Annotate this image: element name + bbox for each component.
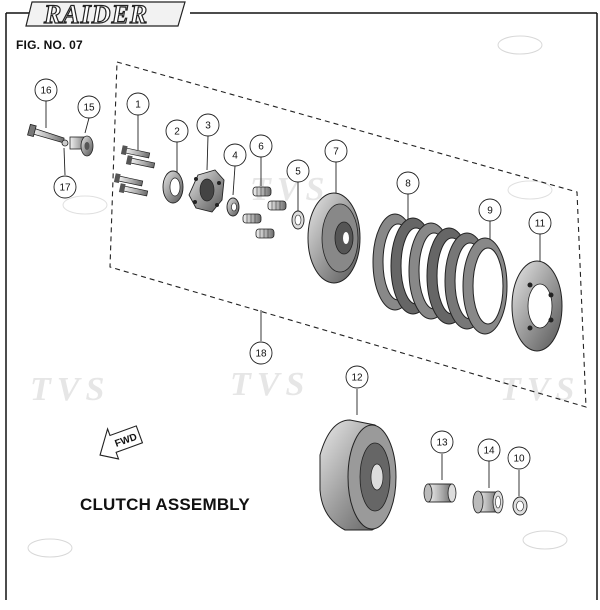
callout-number: 15 xyxy=(83,103,95,114)
callout-circle xyxy=(478,198,502,222)
callout-2: 2 xyxy=(165,119,189,143)
callout-10: 10 xyxy=(507,446,531,470)
part-7-clutch-hub xyxy=(307,192,361,284)
callout-circle xyxy=(396,171,420,195)
callout-15: 15 xyxy=(77,95,101,119)
callout-number: 4 xyxy=(232,151,238,162)
figure-number: FIG. NO. 07 xyxy=(16,38,83,52)
part-12-clutch-housing xyxy=(319,419,397,531)
callout-circle xyxy=(34,78,58,102)
page-frame xyxy=(5,12,598,600)
logo-text: RAIDER xyxy=(43,0,148,29)
raider-logo: RAIDER xyxy=(25,0,186,30)
watermarks: TVS TVS TVS TVS xyxy=(27,35,580,558)
part-2-bearing xyxy=(162,170,184,204)
callout-1: 1 xyxy=(126,92,150,116)
callout-number: 1 xyxy=(135,100,141,111)
part-17-washer xyxy=(61,139,69,147)
callout-4: 4 xyxy=(223,143,247,167)
callout-number: 17 xyxy=(59,183,71,194)
callout-circle xyxy=(249,134,273,158)
callout-3: 3 xyxy=(196,113,220,137)
callout-circle xyxy=(324,139,348,163)
part-4-nut xyxy=(226,197,240,217)
callout-circle xyxy=(77,95,101,119)
fwd-arrow-icon: FWD xyxy=(99,425,144,460)
callout-circle xyxy=(507,446,531,470)
callout-number: 5 xyxy=(295,167,301,178)
diagram-title: CLUTCH ASSEMBLY xyxy=(80,495,250,514)
part-13-bushing xyxy=(423,483,457,503)
callout-number: 6 xyxy=(258,142,264,153)
callout-8: 8 xyxy=(396,171,420,195)
callout-number: 12 xyxy=(351,373,363,384)
callout-number: 14 xyxy=(483,446,495,457)
callout-6: 6 xyxy=(249,134,273,158)
callout-circle xyxy=(126,92,150,116)
part-10-washer xyxy=(512,496,528,516)
part-11-pressure-disc xyxy=(511,260,563,352)
callout-16: 16 xyxy=(34,78,58,102)
callout-circle xyxy=(196,113,220,137)
part-9-clutch-plates xyxy=(444,232,508,335)
callout-number: 3 xyxy=(205,121,211,132)
callout-number: 11 xyxy=(535,219,546,230)
part-3-pressure-plate xyxy=(188,169,225,213)
callout-17: 17 xyxy=(53,175,77,199)
callout-circle xyxy=(430,430,454,454)
part-15-lifter xyxy=(69,135,94,157)
part-14-spacer xyxy=(472,490,504,514)
watermark-right: TVS xyxy=(500,371,580,408)
callout-circle xyxy=(477,438,501,462)
callout-14: 14 xyxy=(477,438,501,462)
callout-number: 9 xyxy=(487,206,493,217)
callout-circle xyxy=(286,159,310,183)
part-16-bolt xyxy=(27,123,65,144)
callout-circle xyxy=(223,143,247,167)
callout-circle xyxy=(345,365,369,389)
callout-number: 7 xyxy=(333,147,339,158)
callout-13: 13 xyxy=(430,430,454,454)
callout-12: 12 xyxy=(345,365,369,389)
callout-9: 9 xyxy=(478,198,502,222)
callout-5: 5 xyxy=(286,159,310,183)
watermark-center: TVS xyxy=(230,366,310,403)
callout-number: 8 xyxy=(405,179,411,190)
callout-circle xyxy=(165,119,189,143)
callout-number: 10 xyxy=(513,454,525,465)
part-1-bolts xyxy=(113,145,156,197)
watermark-left: TVS xyxy=(30,371,110,408)
callout-circle xyxy=(53,175,77,199)
callout-circle xyxy=(528,211,552,235)
callout-number: 13 xyxy=(436,438,448,449)
callout-number: 16 xyxy=(40,86,52,97)
clutch-kit-outline xyxy=(109,61,587,408)
callout-number: 2 xyxy=(174,127,180,138)
callout-18: 18 xyxy=(249,341,273,365)
callout-circle xyxy=(249,341,273,365)
callout-7: 7 xyxy=(324,139,348,163)
callout-11: 11 xyxy=(528,211,552,235)
part-5-washer xyxy=(291,210,305,230)
part-6-springs xyxy=(242,186,287,239)
callout-number: 18 xyxy=(255,349,267,360)
